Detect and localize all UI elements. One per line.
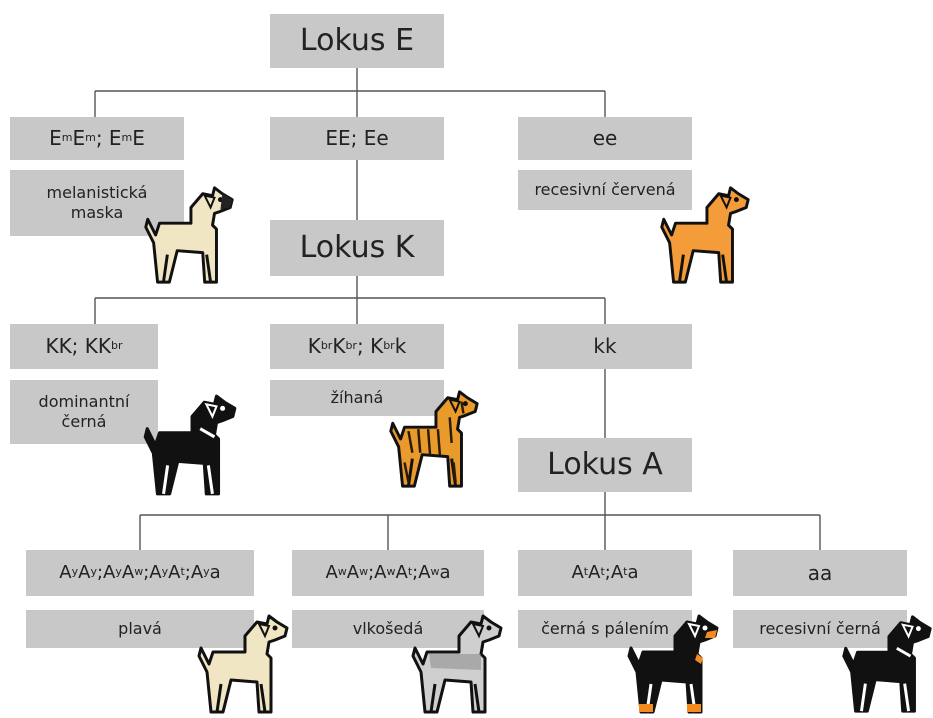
dog-ear xyxy=(202,194,216,210)
dog-body xyxy=(197,614,289,714)
dog-black-icon xyxy=(143,394,237,496)
genotype-ee-recessive: ee xyxy=(518,117,692,160)
dog-stripe xyxy=(403,462,410,483)
phenotype-melanistic-mask: melanistická maska xyxy=(10,170,184,236)
dog-body xyxy=(144,186,234,284)
dog-brindle-icon xyxy=(389,390,479,488)
dog-ear xyxy=(900,623,914,639)
locus-e-title: Lokus E xyxy=(270,14,444,68)
dog-tan-point xyxy=(687,704,701,712)
dog-black-tan-icon xyxy=(627,614,719,714)
dog-eye xyxy=(220,405,226,411)
dog-stripe xyxy=(436,429,442,455)
dog-ear xyxy=(204,402,218,419)
dog-ear xyxy=(447,398,461,414)
phenotype-recessive-black: recesivní černá xyxy=(733,610,907,648)
dog-body xyxy=(660,186,750,284)
genotype-ee-dominant: EE; Ee xyxy=(270,117,444,160)
dog-leg-line xyxy=(429,683,481,713)
dog-body xyxy=(143,394,237,496)
phenotype-fawn: plavá xyxy=(26,610,254,648)
genotype-aa: aa xyxy=(733,550,907,596)
dog-eye xyxy=(915,626,921,632)
dog-body xyxy=(389,390,479,488)
phenotype-sable: vlkošedá xyxy=(292,610,484,648)
locus-k-title: Lokus K xyxy=(270,220,444,276)
dog-leg-line xyxy=(161,254,213,283)
dog-ear xyxy=(687,622,701,639)
dog-collar xyxy=(896,646,912,658)
dog-leg-line xyxy=(677,254,729,283)
dog-leg-line xyxy=(215,683,267,713)
dog-eye xyxy=(486,625,492,631)
dog-eye xyxy=(272,625,278,631)
phenotype-brindle: žíhaná xyxy=(270,380,444,416)
dog-mask xyxy=(220,193,233,210)
dog-tan-point xyxy=(705,630,717,638)
dog-cream-mask-icon xyxy=(144,186,234,284)
phenotype-recessive-red: recesivní červená xyxy=(518,170,692,210)
dog-ear xyxy=(257,622,271,639)
dog-eye xyxy=(733,197,739,203)
dog-leg-line xyxy=(162,465,214,495)
dog-stripe xyxy=(460,401,465,414)
dog-eye xyxy=(702,625,708,631)
dog-stripe xyxy=(452,462,457,483)
dog-eye xyxy=(462,401,468,407)
dog-sable-shade xyxy=(429,654,481,670)
phenotype-dominant-black: dominantní černá xyxy=(10,380,158,444)
dog-orange-icon xyxy=(660,186,750,284)
dog-recessive-black-icon xyxy=(842,615,932,713)
dog-stripe xyxy=(407,430,414,453)
dog-tan-point xyxy=(695,654,703,664)
dog-stripe xyxy=(448,417,453,444)
dog-collar xyxy=(199,427,216,439)
dog-body xyxy=(627,614,719,714)
dog-stripe xyxy=(417,429,422,453)
dog-body xyxy=(842,615,932,713)
dog-ear xyxy=(718,194,732,210)
dog-sable-icon xyxy=(411,614,503,714)
dog-fawn-icon xyxy=(197,614,289,714)
genotype-kk-recessive: kk xyxy=(518,324,692,369)
dog-ear xyxy=(471,622,485,639)
dog-leg-line xyxy=(859,683,911,712)
phenotype-black-and-tan: černá s pálením xyxy=(518,610,692,648)
dog-tan-point xyxy=(639,704,653,712)
dog-stripe xyxy=(426,429,432,455)
locus-a-title: Lokus A xyxy=(518,438,692,492)
